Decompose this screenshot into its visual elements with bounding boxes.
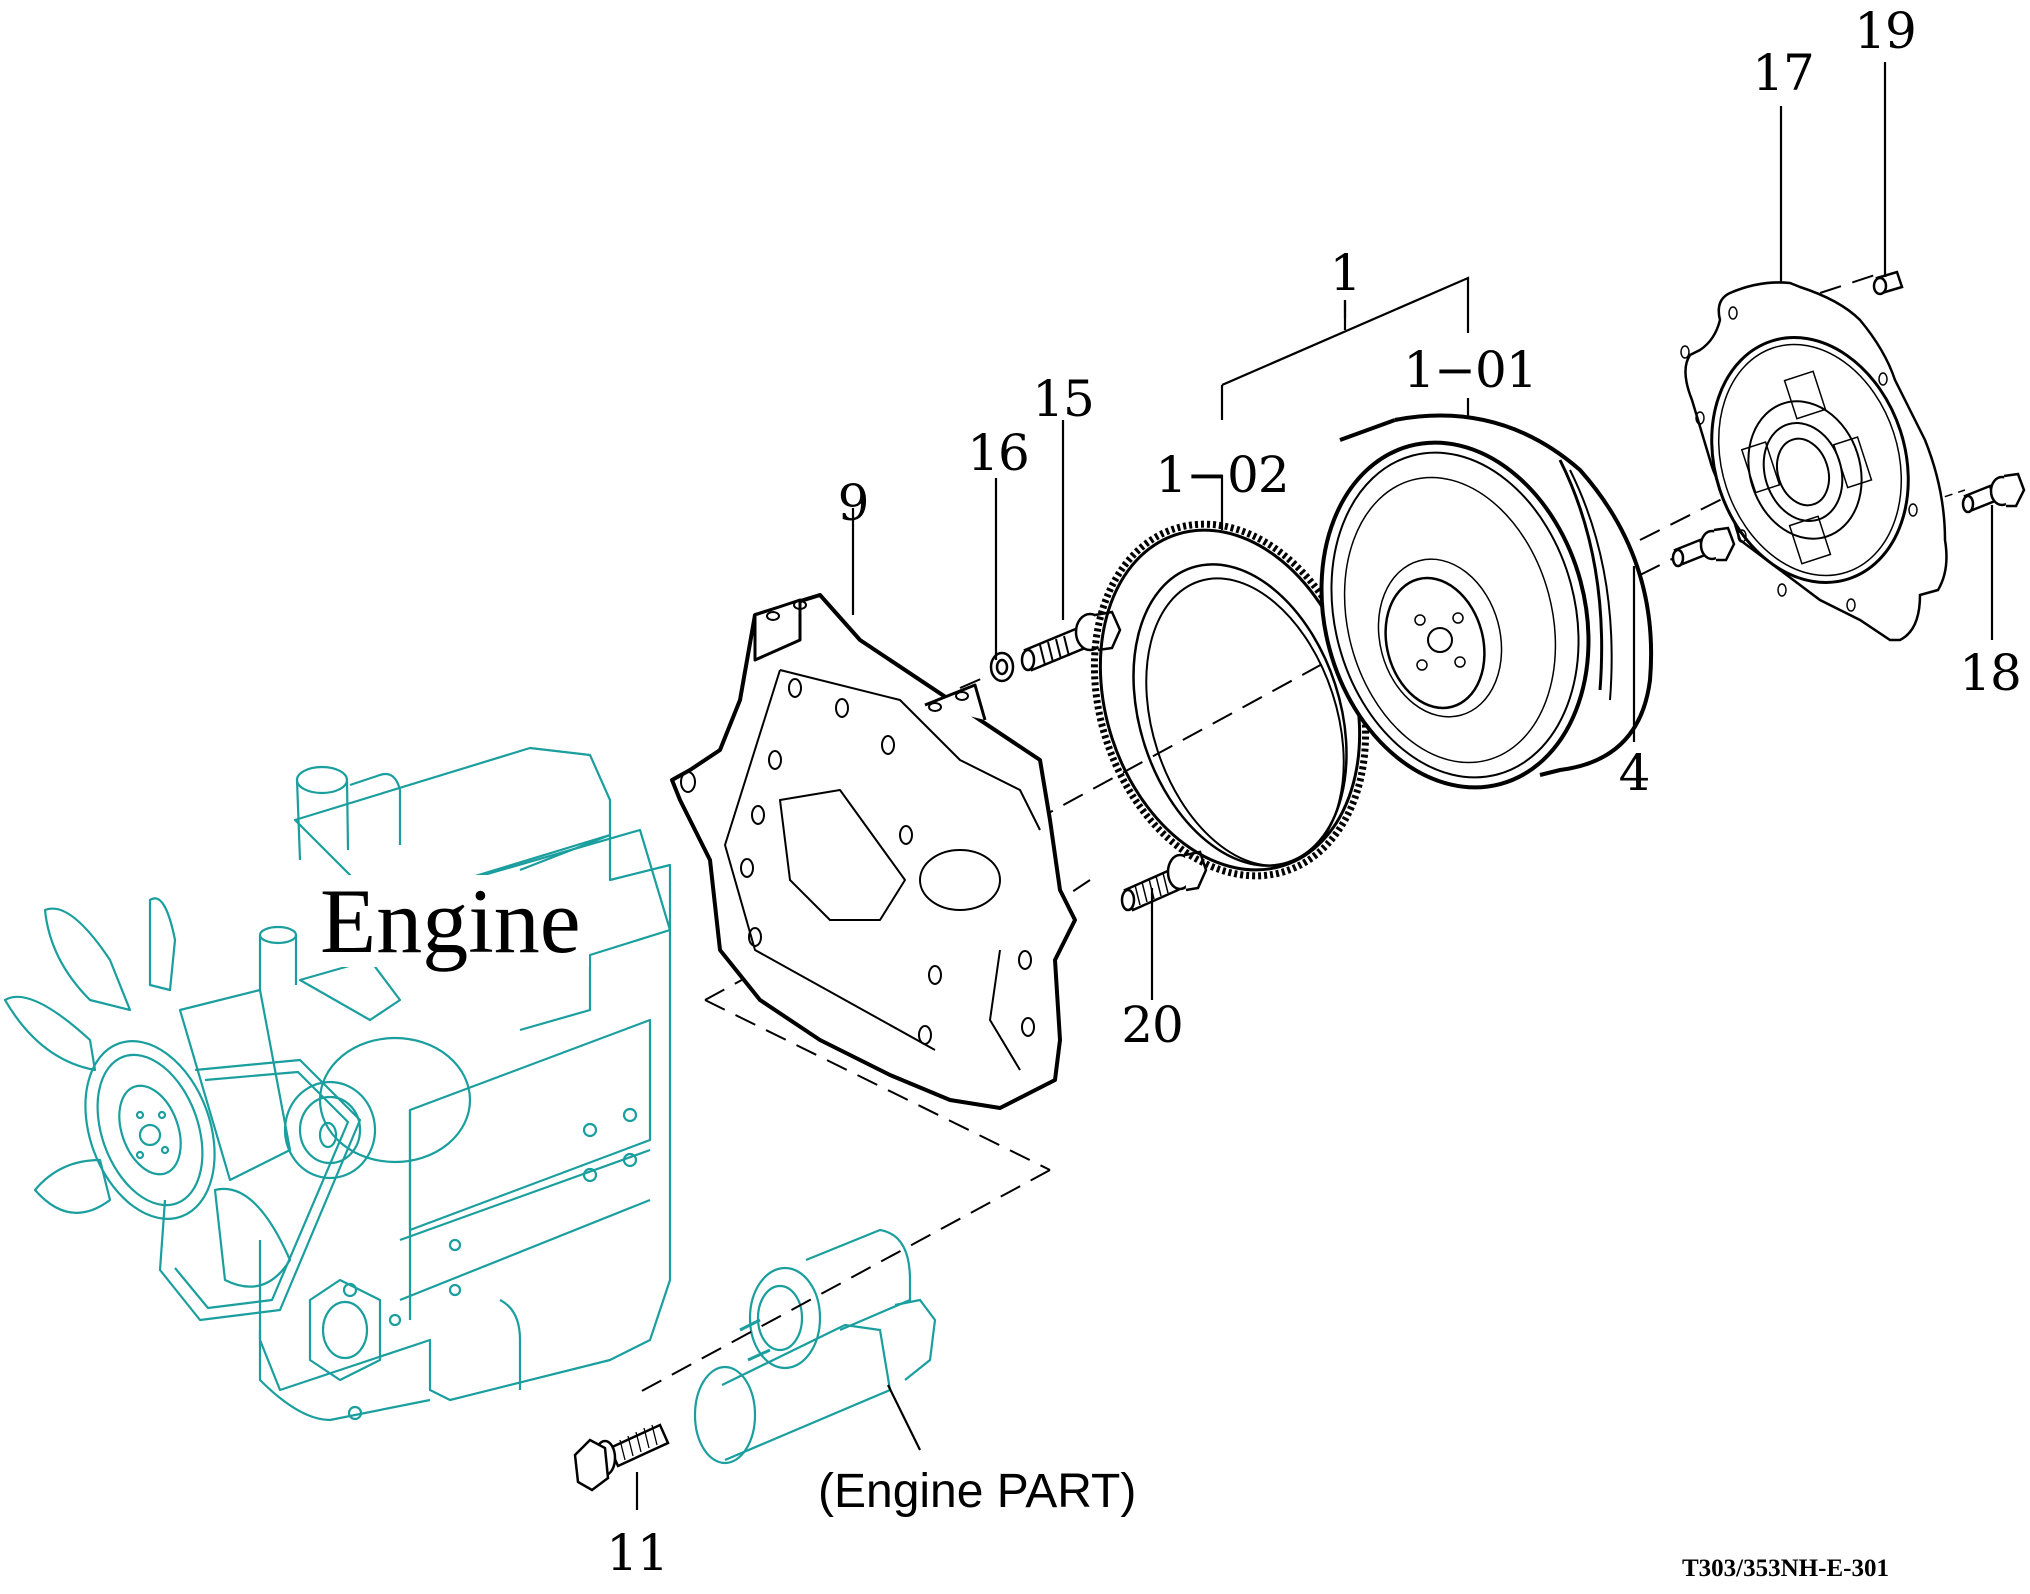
callout-15: 15 [1032,370,1095,428]
callout-1-01: 1−01 [1403,341,1537,399]
callout-20: 20 [1121,996,1184,1054]
damper-disc-part [1680,281,1948,642]
callout-4: 4 [1618,744,1651,802]
flywheel-housing [670,593,1077,1110]
washer-part [989,651,1015,683]
lower-housing-bolt-part [1120,850,1208,912]
flywheel-bolt-part [1671,526,1736,568]
callout-16: 16 [967,424,1030,482]
leader-lines [635,62,1994,1510]
engine-illustration [3,746,672,1422]
callout-17: 17 [1752,44,1815,102]
callout-1-02: 1−02 [1155,446,1289,504]
flywheel-part [1319,413,1654,790]
engine-part-label: (Engine PART) [818,1465,1137,1518]
starter-motor-illustration [693,1228,937,1465]
reference-code: T303/353NH-E-301 [1682,1555,1889,1582]
damper-bolt-part [1961,472,2026,514]
dowel-pin-part [1872,270,1904,296]
engine-label: Engine [312,875,589,967]
callout-11: 11 [606,1524,669,1582]
starter-bolt-part [573,1423,670,1492]
callout-19: 19 [1854,2,1917,60]
callout-18: 18 [1959,644,2022,702]
callout-9: 9 [837,474,870,532]
callout-1: 1 [1329,244,1362,302]
